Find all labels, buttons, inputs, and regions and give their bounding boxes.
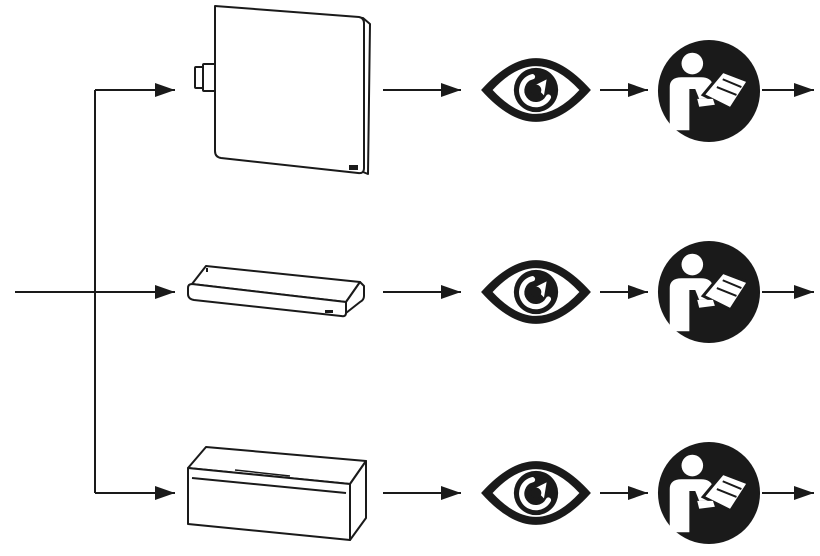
row-3 [187, 440, 814, 546]
row-2 [187, 239, 814, 345]
flat-heater [187, 265, 365, 318]
read-manual-icon [656, 239, 762, 345]
box-heater [187, 446, 367, 541]
read-manual-icon [656, 440, 762, 546]
read-manual-icon [656, 38, 762, 144]
eye-icon [481, 260, 591, 324]
row-1 [194, 5, 814, 175]
eye-icon [481, 461, 591, 525]
flow-connectors [15, 83, 175, 500]
eye-icon [481, 58, 591, 122]
wall-panel-heater [194, 5, 371, 175]
